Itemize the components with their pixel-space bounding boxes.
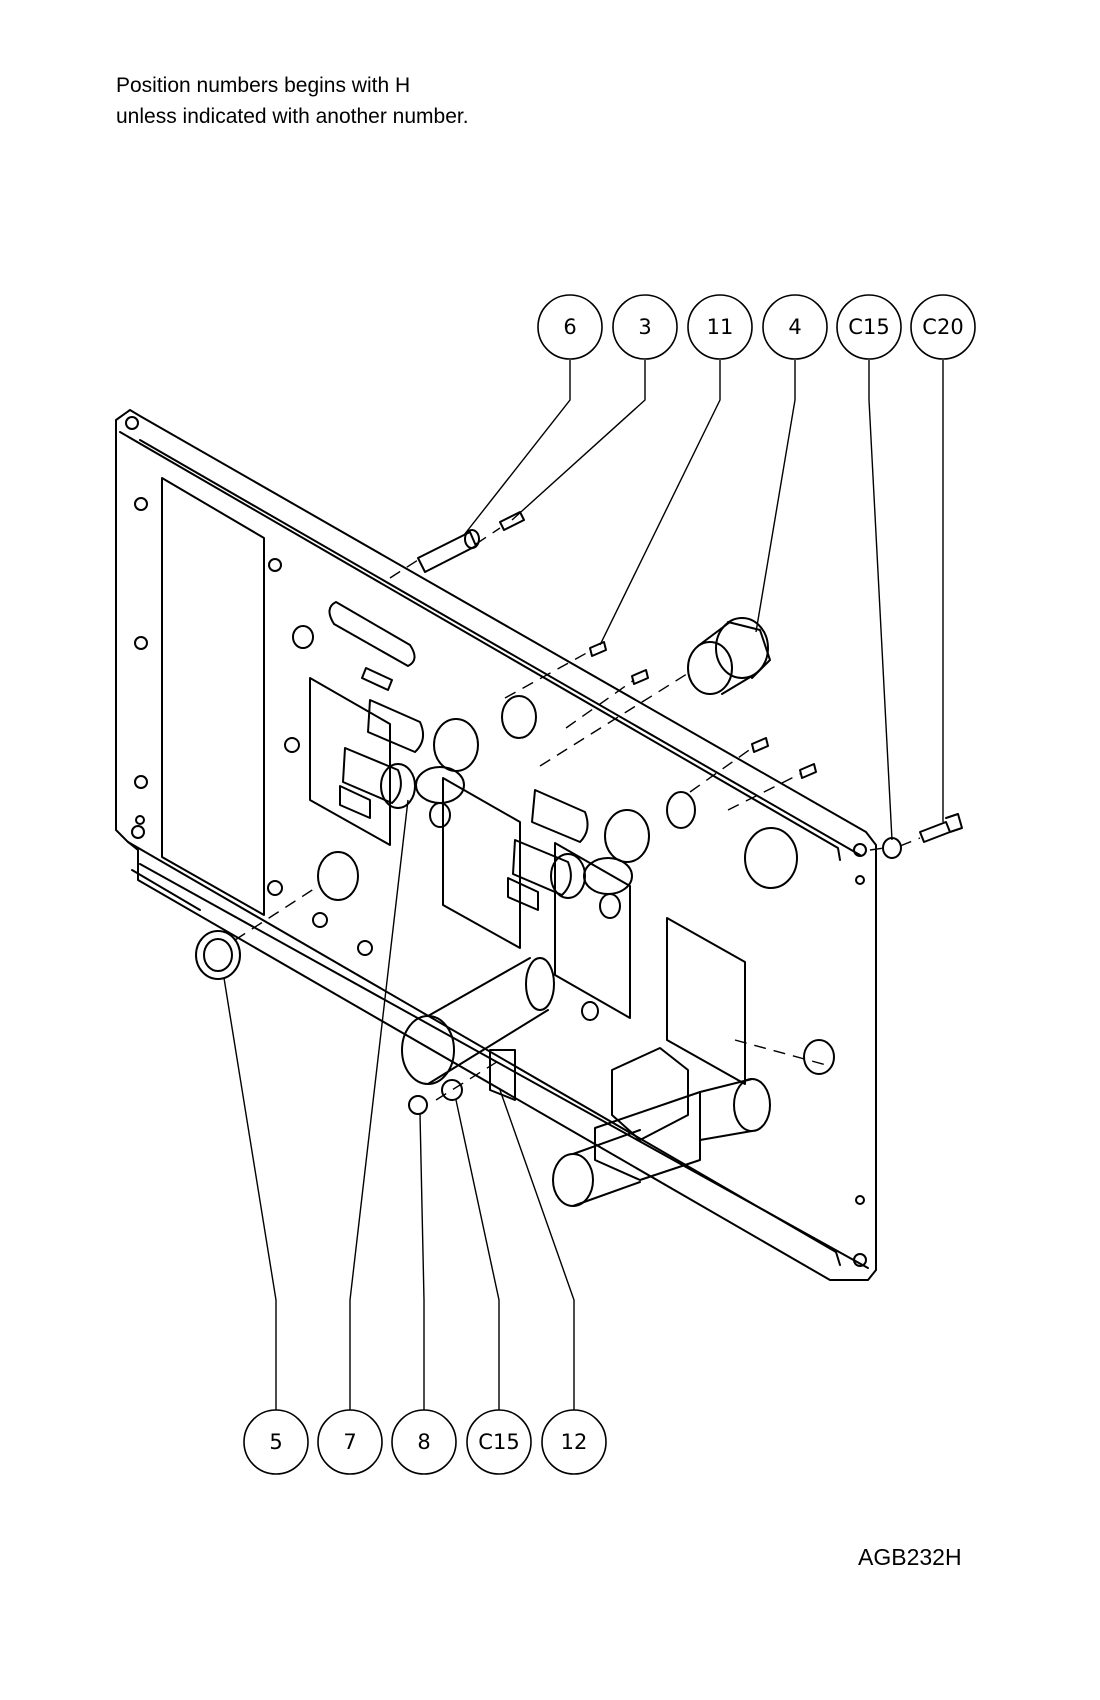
callout-top-c15-label: C15 — [848, 315, 889, 339]
note-line-1: Position numbers begins with H — [116, 74, 411, 97]
screw-11-1 — [589, 641, 607, 657]
callout-top-c15 — [836, 294, 902, 360]
callout-bottom-c15-label: C15 — [478, 1430, 519, 1454]
component-12 — [401, 957, 555, 1101]
leader-7 — [349, 799, 409, 1410]
valve-group-left — [339, 699, 479, 828]
callout-bottom-8 — [391, 1409, 457, 1475]
component-3 — [499, 511, 525, 531]
callout-bottom-7-label: 7 — [343, 1430, 356, 1454]
nut-8 — [408, 1095, 428, 1115]
valve-group-right — [507, 789, 650, 919]
callout-top-3-label: 3 — [638, 315, 651, 339]
screw-11-3 — [751, 737, 769, 753]
screw-11-2 — [631, 669, 649, 685]
leader-4 — [755, 360, 796, 633]
callout-bottom-5-label: 5 — [269, 1430, 282, 1454]
mounting-plate — [115, 409, 877, 1281]
callout-top-c20-label: C20 — [922, 315, 963, 339]
callout-bottom-12-label: 12 — [561, 1430, 588, 1454]
leader-8 — [419, 1113, 425, 1410]
leader-11 — [599, 360, 721, 646]
note-line-2: unless indicated with another number. — [116, 105, 469, 128]
leader-3 — [511, 360, 646, 521]
bolt-c20 — [919, 813, 963, 843]
callout-bottom-c15 — [466, 1409, 532, 1475]
callout-top-3 — [612, 294, 678, 360]
callout-top-11-label: 11 — [707, 315, 734, 339]
callout-bottom-7 — [317, 1409, 383, 1475]
leader-12 — [499, 1089, 575, 1410]
leader-6 — [463, 360, 571, 536]
leader-c15-top — [868, 360, 893, 841]
callout-top-c20 — [910, 294, 976, 360]
callout-top-4 — [762, 294, 828, 360]
washer-c15-top — [882, 837, 902, 859]
washer-c15-bottom — [441, 1079, 463, 1101]
document-id: AGB232H — [858, 1544, 962, 1570]
callout-bottom-5 — [243, 1409, 309, 1475]
screw-11-4 — [799, 763, 817, 779]
callout-top-6 — [537, 294, 603, 360]
callout-bottom-8-label: 8 — [417, 1430, 430, 1454]
callout-top-11 — [687, 294, 753, 360]
position-note: Position numbers begins with H unless in… — [116, 70, 469, 132]
solenoid-valve — [552, 1047, 771, 1207]
callout-top-4-label: 4 — [788, 315, 801, 339]
leader-5 — [223, 977, 277, 1410]
component-5 — [195, 930, 241, 980]
component-4 — [687, 617, 771, 695]
callout-bottom-12 — [541, 1409, 607, 1475]
callout-top-6-label: 6 — [563, 315, 576, 339]
leader-c15-bottom — [455, 1099, 500, 1410]
component-6 — [417, 531, 477, 573]
